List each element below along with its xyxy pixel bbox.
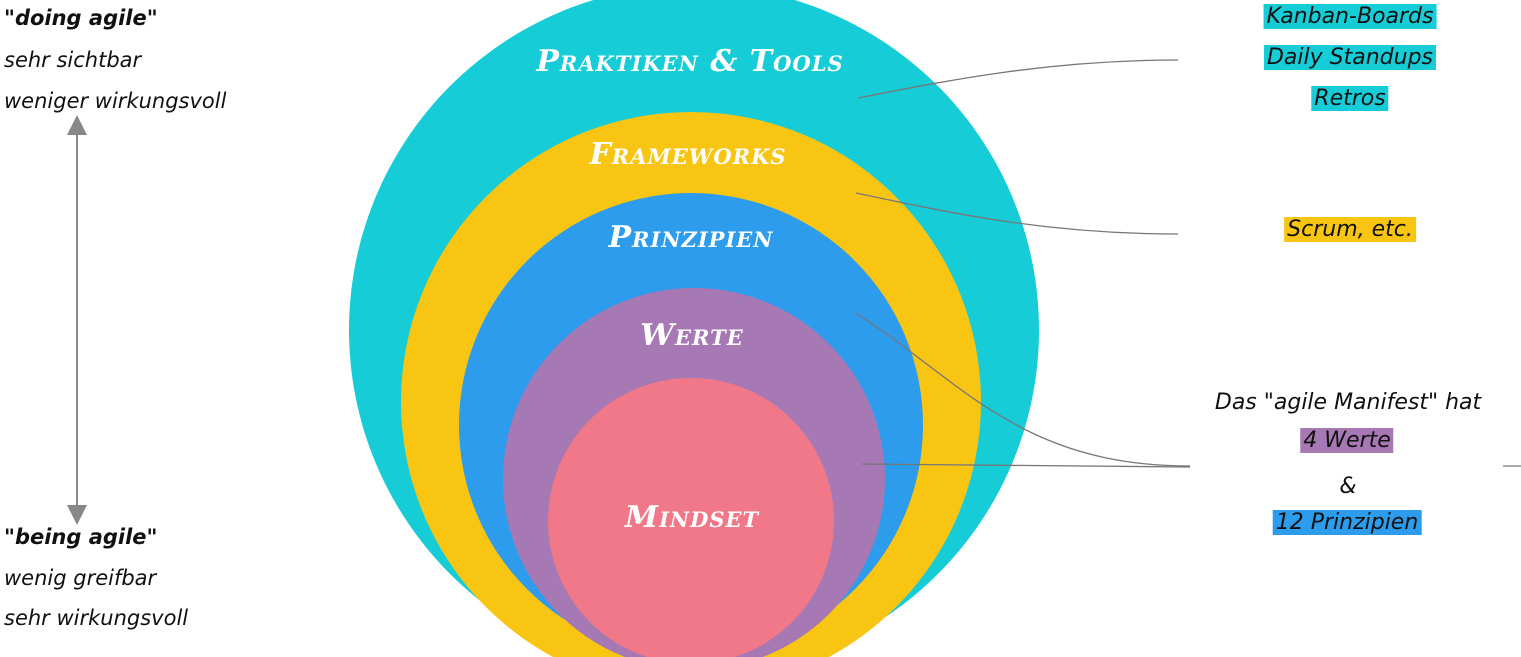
ring-label-mindset: Mindset [624, 500, 760, 535]
values-tag: 4 Werte [1300, 428, 1394, 453]
being-agile-title: "being agile" [4, 525, 158, 549]
ring-mindset [547, 377, 834, 657]
connector-values [861, 463, 1191, 468]
connector-principles [855, 312, 1191, 467]
doing-agile-title: "doing agile" [4, 6, 158, 30]
framework-tag: Scrum, etc. [1284, 217, 1416, 242]
ring-label-frameworks: Frameworks [589, 137, 787, 172]
practice-tag: Daily Standups [1263, 45, 1437, 70]
ring-label-values: Werte [640, 318, 744, 353]
being-agile-line: sehr wirkungsvoll [4, 606, 189, 630]
ring-label-practices: Praktiken & Tools [536, 44, 844, 79]
connector-frameworks [855, 192, 1179, 235]
manifest-intro: Das "agile Manifest" hat [1214, 390, 1482, 415]
and-sign: & [1339, 474, 1357, 499]
doing-agile-line: weniger wirkungsvoll [4, 89, 227, 113]
principles-tag: 12 Prinzipien [1272, 510, 1422, 535]
doing-agile-line: sehr sichtbar [4, 48, 142, 72]
ring-label-principles: Prinzipien [608, 220, 774, 255]
connector-practices [857, 59, 1179, 99]
being-agile-line: wenig greifbar [4, 566, 157, 590]
practice-tag: Kanban-Boards [1263, 4, 1437, 29]
practice-tag: Retros [1311, 86, 1389, 111]
